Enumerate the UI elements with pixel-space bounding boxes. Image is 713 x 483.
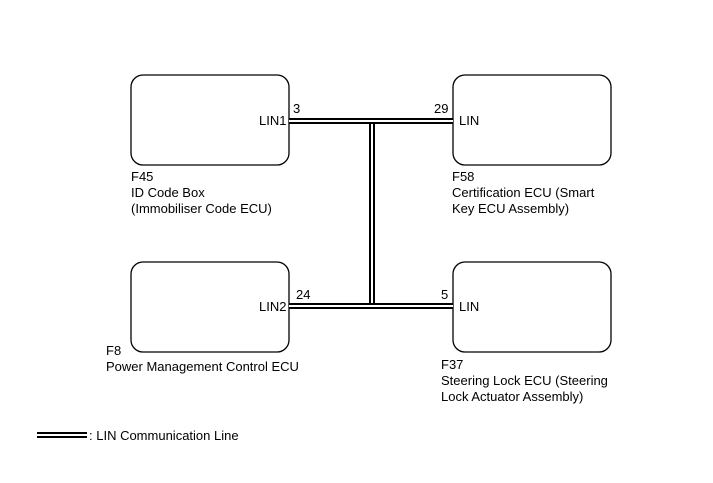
- port-label-f8: LIN2: [259, 299, 287, 314]
- ecu-name-f37-line2: Lock Actuator Assembly): [441, 389, 584, 404]
- ecu-name-f45-line2: (Immobiliser Code ECU): [131, 201, 272, 216]
- pin-number-f8: 24: [296, 287, 311, 302]
- pin-number-f45: 3: [293, 101, 301, 116]
- port-label-f58: LIN: [459, 113, 480, 128]
- ecu-code-f45: F45: [131, 169, 154, 184]
- ecu-code-f37: F37: [441, 357, 464, 372]
- ecu-code-f8: F8: [106, 343, 122, 358]
- port-label-f37: LIN: [459, 299, 480, 314]
- ecu-name-f58-line1: Certification ECU (Smart: [452, 185, 595, 200]
- lin-bus-lines: [289, 118, 453, 309]
- ecu-name-f45-line1: ID Code Box: [131, 185, 205, 200]
- ecu-name-f37-line1: Steering Lock ECU (Steering: [441, 373, 608, 388]
- pin-number-f37: 5: [441, 287, 449, 302]
- legend-label: : LIN Communication Line: [89, 428, 239, 443]
- port-label-f45: LIN1: [259, 113, 287, 128]
- pin-number-f58: 29: [434, 101, 449, 116]
- ecu-name-f58-line2: Key ECU Assembly): [452, 201, 570, 216]
- ecu-name-f8-line1: Power Management Control ECU: [106, 359, 299, 374]
- ecu-code-f58: F58: [452, 169, 475, 184]
